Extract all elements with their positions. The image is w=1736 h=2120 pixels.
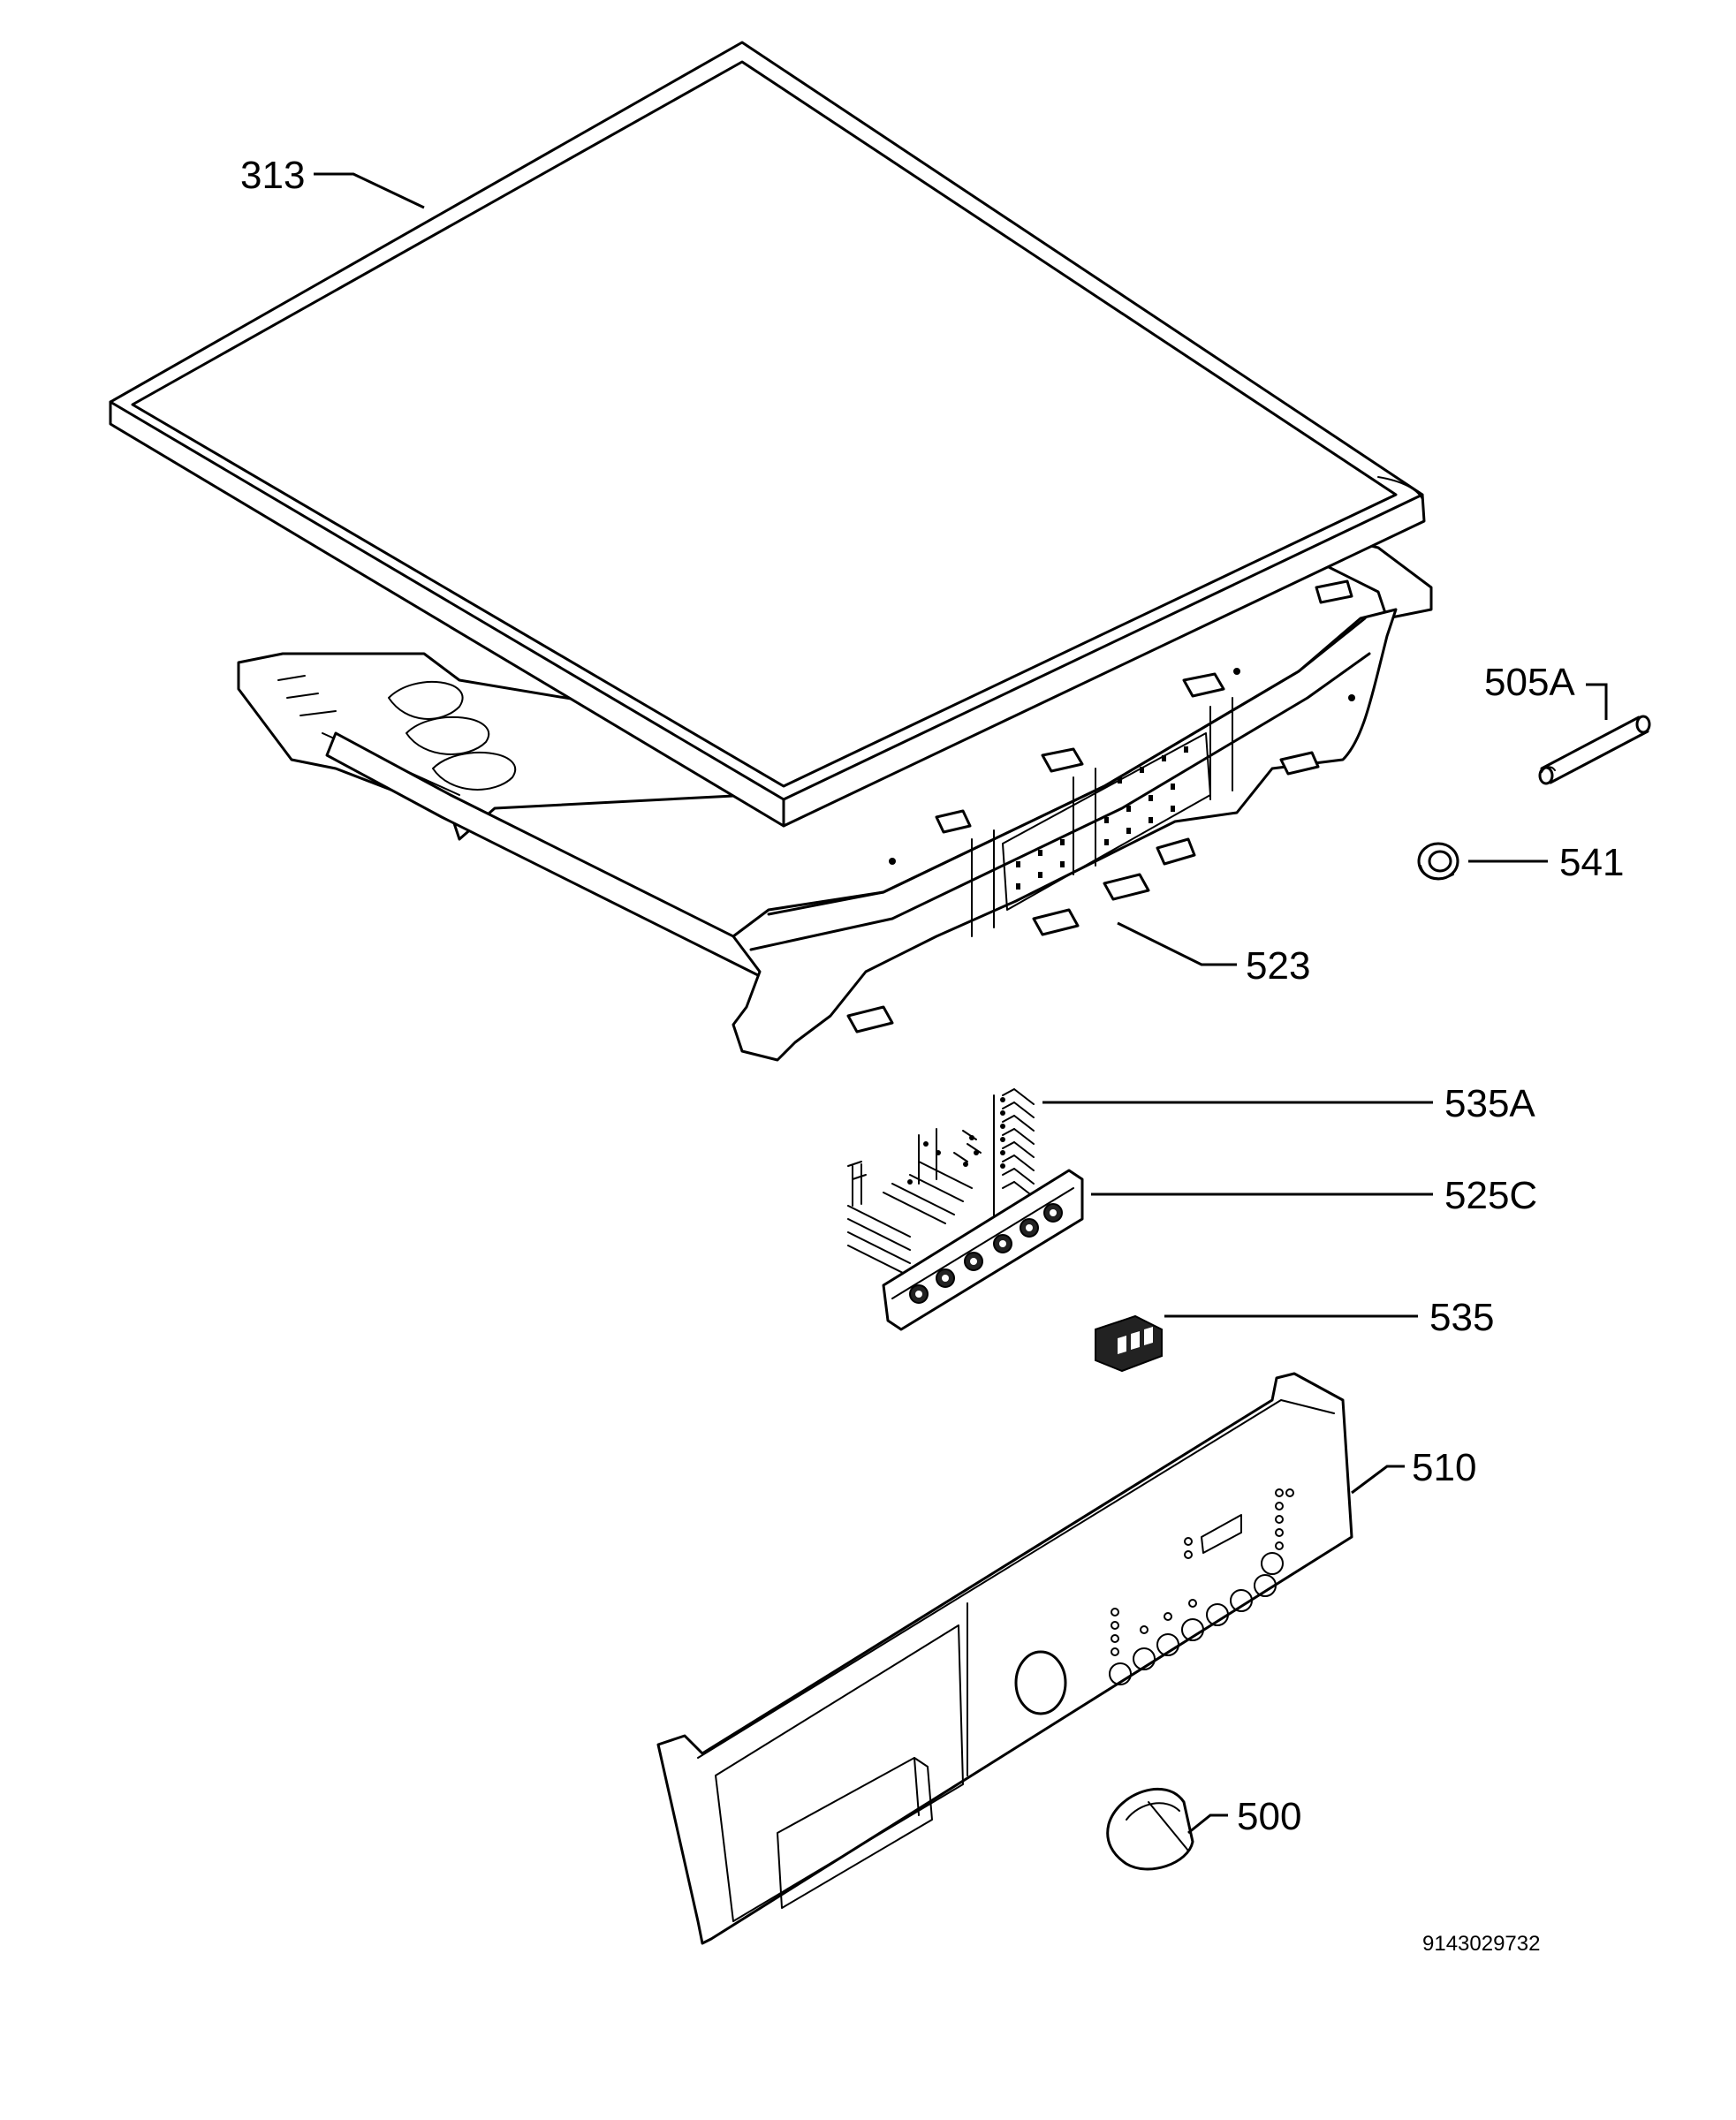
part-525C-electronic-board [882, 1169, 1084, 1331]
label-500: 500 [1237, 1795, 1301, 1838]
part-541-ring [1417, 842, 1459, 881]
leader-510 [1351, 1465, 1405, 1495]
part-505A-shaft [1538, 715, 1651, 785]
document-number: 9143029732 [1422, 1932, 1540, 1956]
part-510-fascia [656, 1372, 1353, 1945]
label-525C: 525C [1444, 1174, 1537, 1217]
label-535A: 535A [1444, 1082, 1535, 1125]
vent-holes [1002, 732, 1211, 911]
leader-523 [1117, 921, 1237, 966]
part-535-connector [1095, 1314, 1163, 1373]
part-313-worktop [109, 41, 1426, 828]
leader-505A [1586, 683, 1608, 720]
label-510: 510 [1412, 1446, 1476, 1489]
part-labels: 313 505A 541 523 535A 525C 535 510 500 9… [240, 154, 1624, 1956]
part-535A-contact-set [847, 1088, 1035, 1277]
leader-313 [314, 172, 425, 209]
leader-500 [1187, 1813, 1228, 1835]
label-313: 313 [240, 154, 305, 197]
leader-lines [314, 172, 1608, 1835]
label-523: 523 [1246, 944, 1310, 988]
label-505A: 505A [1484, 661, 1575, 704]
label-541: 541 [1559, 841, 1624, 884]
label-535: 535 [1429, 1296, 1494, 1339]
part-523-panel-support [237, 533, 1433, 1062]
part-500-knob [1106, 1787, 1194, 1871]
